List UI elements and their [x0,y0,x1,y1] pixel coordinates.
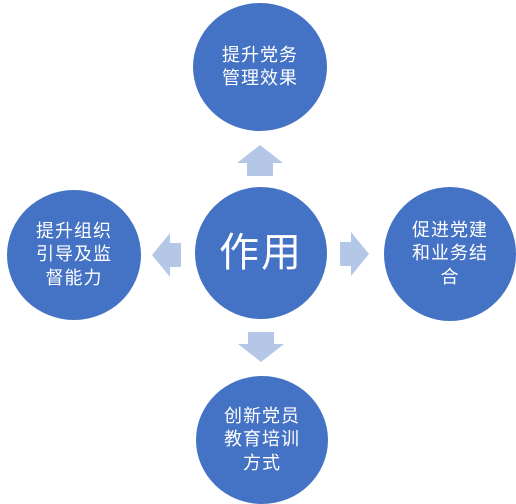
left-node: 提升组织 引导及监 督能力 [7,190,141,320]
arrow-down [238,332,284,362]
center-node-label: 作用 [219,230,303,276]
arrow-right [340,232,369,276]
arrow-up [237,145,283,176]
top-node-label: 提升党务 管理效果 [222,44,298,89]
center-node: 作用 [195,187,327,319]
bottom-node: 创新党员 教育培训 方式 [196,376,328,504]
arrow-left [152,233,181,277]
right-node-label: 促进党建 和业务结 合 [412,219,488,288]
right-node: 促进党建 和业务结 合 [384,187,516,321]
left-node-label: 提升组织 引导及监 督能力 [36,220,112,289]
top-node: 提升党务 管理效果 [193,3,327,131]
bottom-node-label: 创新党员 教育培训 方式 [224,405,300,474]
